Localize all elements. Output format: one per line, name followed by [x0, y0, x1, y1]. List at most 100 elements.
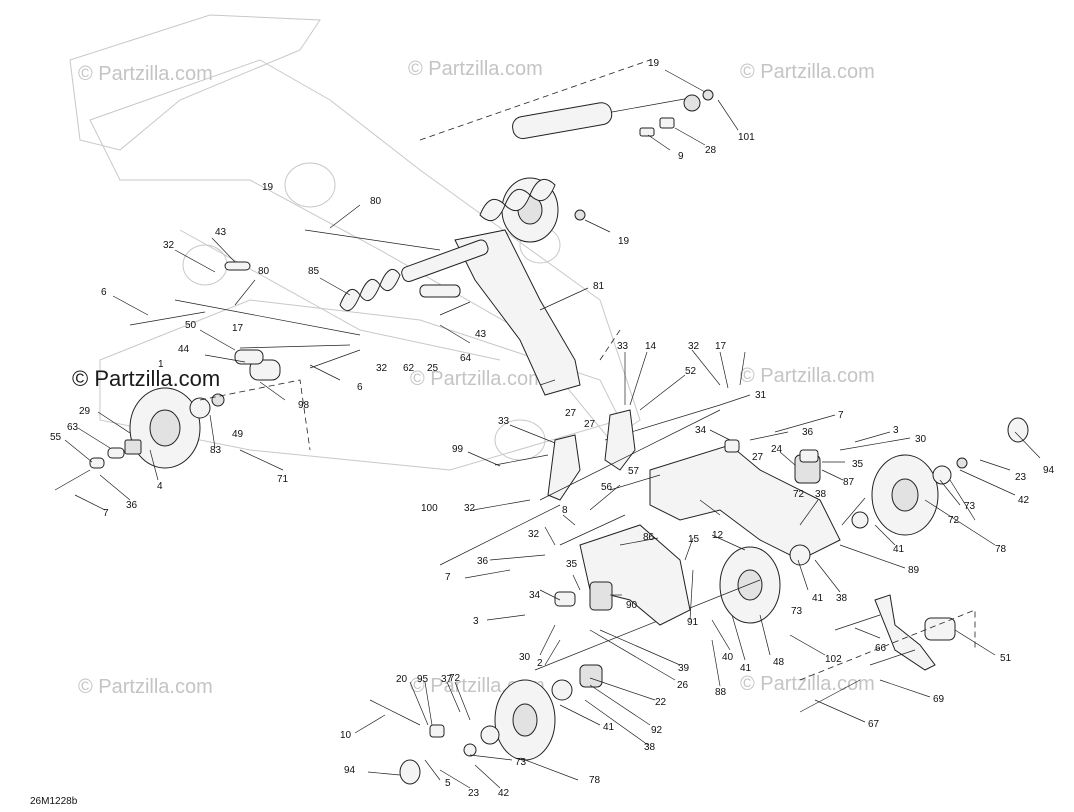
callout-label: 36	[802, 427, 814, 438]
callout-label: 7	[445, 572, 451, 583]
callout-label: 20	[396, 674, 408, 685]
callout-label: 72	[948, 515, 960, 526]
callout-label: 57	[628, 466, 640, 477]
callout-label: 38	[815, 489, 827, 500]
callout-label: 9	[678, 151, 684, 162]
callout-label: 32	[163, 240, 175, 251]
callout-label: 63	[67, 422, 79, 433]
callout-label: 101	[738, 132, 755, 143]
callout-label: 19	[618, 236, 630, 247]
front-wheel	[54, 349, 281, 491]
callout-label: 17	[715, 341, 727, 352]
callout-label: 64	[460, 353, 472, 364]
callout-label: 91	[687, 617, 699, 628]
callout-label: 41	[740, 663, 752, 674]
callout-label: 37	[441, 674, 453, 685]
callout-label: 15	[688, 534, 700, 545]
callout-label: 98	[298, 400, 310, 411]
watermark: © Partzilla.com	[78, 676, 213, 698]
watermark: © Partzilla.com	[408, 58, 543, 80]
callout-label: 43	[215, 227, 227, 238]
callout-label: 51	[1000, 653, 1012, 664]
callout-label: 33	[617, 341, 629, 352]
callout-label: 8	[562, 505, 568, 516]
callout-label: 27	[584, 419, 596, 430]
callout-label: 73	[791, 606, 803, 617]
watermark: © Partzilla.com	[410, 368, 545, 390]
callout-label: 23	[468, 788, 480, 799]
callout-label: 80	[370, 196, 382, 207]
callout-label: 67	[868, 719, 880, 730]
callout-label: 95	[417, 674, 429, 685]
callout-labels: 19 101 9 28 19 80 43 32 19 80 85 81 6 50…	[50, 58, 1055, 799]
watermark: © Partzilla.com	[78, 63, 213, 85]
callout-label: 7	[838, 410, 844, 421]
callout-label: 5	[445, 778, 451, 789]
callout-label: 3	[473, 616, 479, 627]
callout-label: 31	[755, 390, 767, 401]
callout-label: 29	[79, 406, 91, 417]
callout-label: 30	[915, 434, 927, 445]
callout-label: 94	[1043, 465, 1055, 476]
callout-label: 41	[603, 722, 615, 733]
callout-label: 49	[232, 429, 244, 440]
callout-label: 72	[449, 673, 461, 684]
callout-label: 102	[825, 654, 842, 665]
callout-label: 78	[589, 775, 601, 786]
callout-label: 90	[626, 600, 638, 611]
watermark: © Partzilla.com	[740, 61, 875, 83]
callout-label: 25	[427, 363, 439, 374]
watermark: © Partzilla.com	[740, 673, 875, 695]
rear-arm-plate	[649, 439, 841, 561]
middle-wheel	[534, 544, 811, 671]
callout-label: 41	[893, 544, 905, 555]
callout-label: 48	[773, 657, 785, 668]
callout-label: 30	[519, 652, 531, 663]
watermark-layer: © Partzilla.com © Partzilla.com © Partzi…	[72, 58, 875, 698]
callout-label: 1	[158, 359, 164, 370]
callout-label: 41	[812, 593, 824, 604]
callout-label: 38	[836, 593, 848, 604]
center-spring-assembly	[479, 177, 586, 243]
callout-label: 22	[655, 697, 667, 708]
shock-absorber	[512, 89, 714, 140]
callout-label: 55	[50, 432, 62, 443]
callout-label: 2	[537, 658, 543, 669]
callout-label: 7	[103, 508, 109, 519]
callout-label: 35	[852, 459, 864, 470]
callout-label: 87	[843, 477, 855, 488]
upper-rods	[129, 229, 441, 369]
callout-label: 38	[644, 742, 656, 753]
callout-label: 73	[515, 757, 527, 768]
callout-label: 23	[1015, 472, 1027, 483]
watermark: © Partzilla.com	[740, 365, 875, 387]
callout-label: 34	[695, 425, 707, 436]
callout-label: 44	[178, 344, 190, 355]
swing-arm	[401, 229, 581, 396]
leader-lines	[64, 69, 1041, 789]
lower-wheel	[369, 664, 603, 785]
callout-label: 26	[677, 680, 689, 691]
callout-label: 50	[185, 320, 197, 331]
callout-label: 24	[771, 444, 783, 455]
callout-label: 36	[126, 500, 138, 511]
callout-label: 35	[566, 559, 578, 570]
callout-label: 78	[995, 544, 1007, 555]
brand-overlay: © Partzilla.com	[72, 366, 220, 391]
left-spring	[339, 268, 401, 312]
callout-label: 72	[793, 489, 805, 500]
callout-label: 14	[645, 341, 657, 352]
callout-label: 27	[565, 408, 577, 419]
callout-label: 85	[308, 266, 320, 277]
slide-bracket	[554, 514, 691, 626]
callout-label: 56	[601, 482, 613, 493]
callout-label: 19	[262, 182, 274, 193]
callout-label: 17	[232, 323, 244, 334]
callout-label: 32	[464, 503, 476, 514]
callout-label: 43	[475, 329, 487, 340]
callout-label: 88	[715, 687, 727, 698]
callout-label: 62	[403, 363, 415, 374]
callout-label: 69	[933, 694, 945, 705]
parts-layer	[54, 59, 1029, 785]
callout-label: 19	[648, 58, 660, 69]
